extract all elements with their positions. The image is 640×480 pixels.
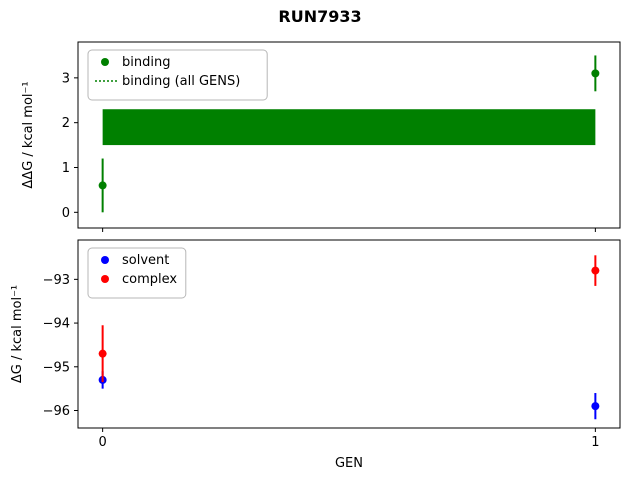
- x-tick-label: 0: [98, 435, 106, 450]
- legend-box: [87, 247, 187, 299]
- y-tick-label: −93: [43, 273, 70, 288]
- legend-marker-icon: [101, 256, 109, 264]
- figure-title: RUN7933: [278, 7, 362, 26]
- y-tick-label: −96: [43, 404, 70, 419]
- data-point-solvent: [591, 402, 600, 411]
- y-tick-label: −94: [43, 317, 70, 332]
- y-axis-label: ΔΔG / kcal mol⁻¹: [21, 81, 36, 188]
- data-point-complex: [98, 349, 107, 358]
- legend-label: complex: [122, 272, 177, 287]
- y-tick-label: 3: [62, 71, 70, 86]
- y-axis-label: ΔG / kcal mol⁻¹: [10, 285, 25, 383]
- y-tick-label: −95: [43, 360, 70, 375]
- y-tick-label: 2: [62, 116, 70, 131]
- x-tick-label: 1: [591, 435, 599, 450]
- legend-label: binding (all GENS): [122, 74, 240, 89]
- legend-label: binding: [122, 55, 170, 70]
- data-point-complex: [591, 266, 600, 275]
- subplot-1: −93 −94 −95 −96 0 1 ΔG / kcal mol⁻¹ GEN solvent c…: [10, 239, 621, 471]
- legend-label: solvent: [122, 253, 169, 268]
- data-point-binding: [98, 181, 107, 190]
- band-all-gens: [102, 109, 596, 146]
- x-axis-label: GEN: [335, 456, 363, 471]
- legend-marker-icon: [101, 58, 109, 66]
- y-tick-label: 1: [62, 161, 70, 176]
- data-point-binding: [591, 69, 600, 78]
- legend-box: [87, 49, 268, 101]
- y-tick-label: 0: [62, 206, 70, 221]
- legend-marker-icon: [101, 275, 109, 283]
